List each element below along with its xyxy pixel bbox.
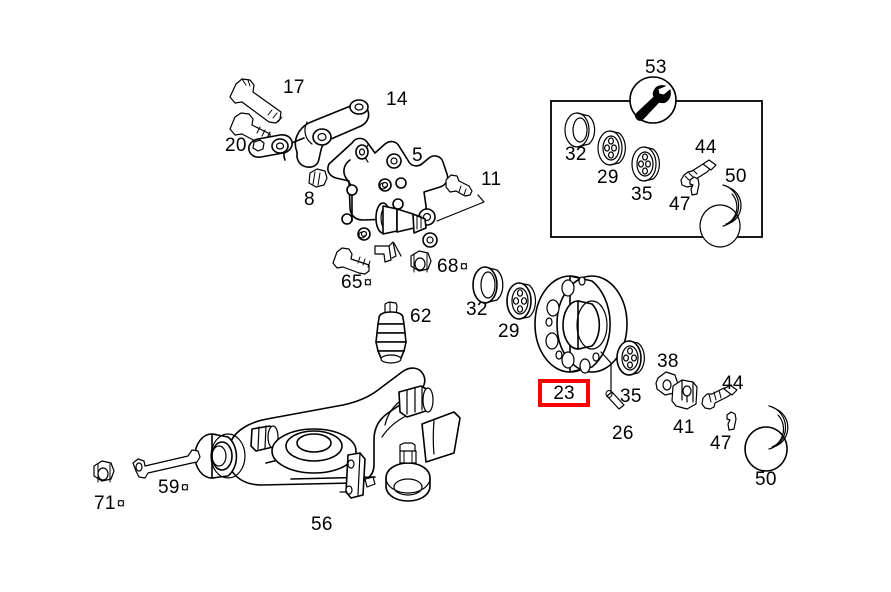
clamp-nut-41 <box>671 379 698 410</box>
inner-bearing-29 <box>506 282 537 320</box>
repair-kit-box <box>550 76 763 248</box>
bolt-44-lower <box>701 384 738 410</box>
kit-symbol-icon: ¤ <box>180 479 190 496</box>
lower-ball-joint <box>385 442 431 502</box>
pin-26 <box>600 351 625 410</box>
kit-symbol-icon: ¤ <box>363 274 373 291</box>
kit-bolt <box>680 159 717 188</box>
part-label-41: 41 <box>673 417 695 438</box>
spring-seat <box>271 428 357 474</box>
highlighted-part-label: 23 <box>553 382 575 404</box>
part-label-26: 26 <box>612 423 634 444</box>
part-label-68: 68¤ <box>437 256 469 277</box>
part-label-50-kit: 50 <box>725 166 747 187</box>
hex-nut-68 <box>393 242 432 273</box>
part-label-47-kit: 47 <box>669 194 691 215</box>
part-label-11: 11 <box>481 169 502 190</box>
part-label-65: 65¤ <box>341 272 373 293</box>
spindle-shaft <box>375 202 427 235</box>
part-label-56: 56 <box>311 514 333 535</box>
steering-knuckle-5 <box>327 137 449 263</box>
part-label-5: 5 <box>412 145 423 166</box>
kit-oil-seal <box>564 112 596 148</box>
ball-joint-62 <box>375 301 407 364</box>
kit-clip <box>689 176 700 196</box>
part-label-20: 20 <box>225 135 247 156</box>
part-label-32-kit: 32 <box>565 144 587 165</box>
part-label-71: 71¤ <box>94 493 126 514</box>
kit-outer-bearing <box>631 146 660 182</box>
part-label-29-kit: 29 <box>597 167 619 188</box>
bolt-17 <box>229 78 283 124</box>
cotter-clip-47 <box>726 411 737 431</box>
highlighted-part-23[interactable]: 23 <box>538 379 590 407</box>
part-label-53: 53 <box>645 57 667 78</box>
rear-bushing <box>194 433 246 479</box>
stud-bolt-11 <box>436 174 485 222</box>
steering-arm-14 <box>248 99 370 168</box>
part-label-44-kit: 44 <box>695 137 717 158</box>
oil-seal-32 <box>472 266 504 304</box>
front-bushing <box>398 385 434 418</box>
bolt-59 <box>132 449 201 479</box>
wheel-hub-23 <box>534 275 628 374</box>
part-label-8: 8 <box>304 189 315 210</box>
dust-cap-50 <box>744 405 789 472</box>
kit-symbol-icon: ¤ <box>459 258 469 275</box>
part-label-50: 50 <box>755 469 777 490</box>
part-label-62: 62 <box>410 306 432 327</box>
lower-control-arm-56 <box>194 367 461 502</box>
part-label-35: 35 <box>620 386 642 407</box>
outer-bearing-35 <box>616 340 645 376</box>
arm-bracket <box>345 452 376 499</box>
nut-8 <box>308 168 328 188</box>
part-label-38: 38 <box>657 351 679 372</box>
bolt-65 <box>332 247 371 275</box>
part-label-32: 32 <box>466 299 488 320</box>
part-label-17: 17 <box>283 77 305 98</box>
part-label-14: 14 <box>386 89 408 110</box>
part-label-35-kit: 35 <box>631 184 653 205</box>
part-label-59: 59¤ <box>158 477 190 498</box>
kit-dust-cap <box>699 184 742 248</box>
steering-arm-assembly <box>229 78 370 168</box>
part-label-47: 47 <box>710 433 732 454</box>
nut-71 <box>93 460 115 483</box>
part-label-29: 29 <box>498 321 520 342</box>
kit-inner-bearing <box>597 130 626 166</box>
part-label-44: 44 <box>722 373 744 394</box>
kit-symbol-icon: ¤ <box>116 495 126 512</box>
